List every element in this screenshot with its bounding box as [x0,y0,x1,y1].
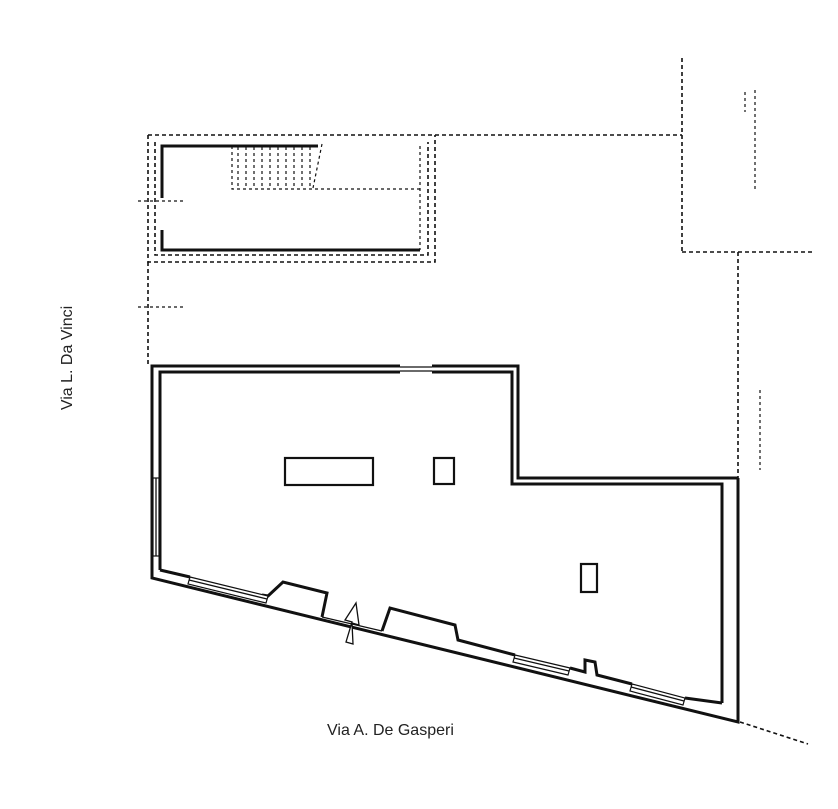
window-left [152,477,160,557]
upper-annex [138,134,682,366]
street-label-left: Via L. Da Vinci [59,305,76,411]
windows-facade [187,576,686,706]
street-label-bottom: Via A. De Gasperi [327,722,454,739]
pillars [283,456,599,594]
main-walls [150,364,740,724]
counter-block [283,456,375,487]
stairs-icon [237,143,323,189]
pillar-2 [579,562,599,594]
pillar-1 [432,456,456,486]
entrance-arrow-icon [343,601,360,645]
neighbour-boundary [681,58,815,745]
